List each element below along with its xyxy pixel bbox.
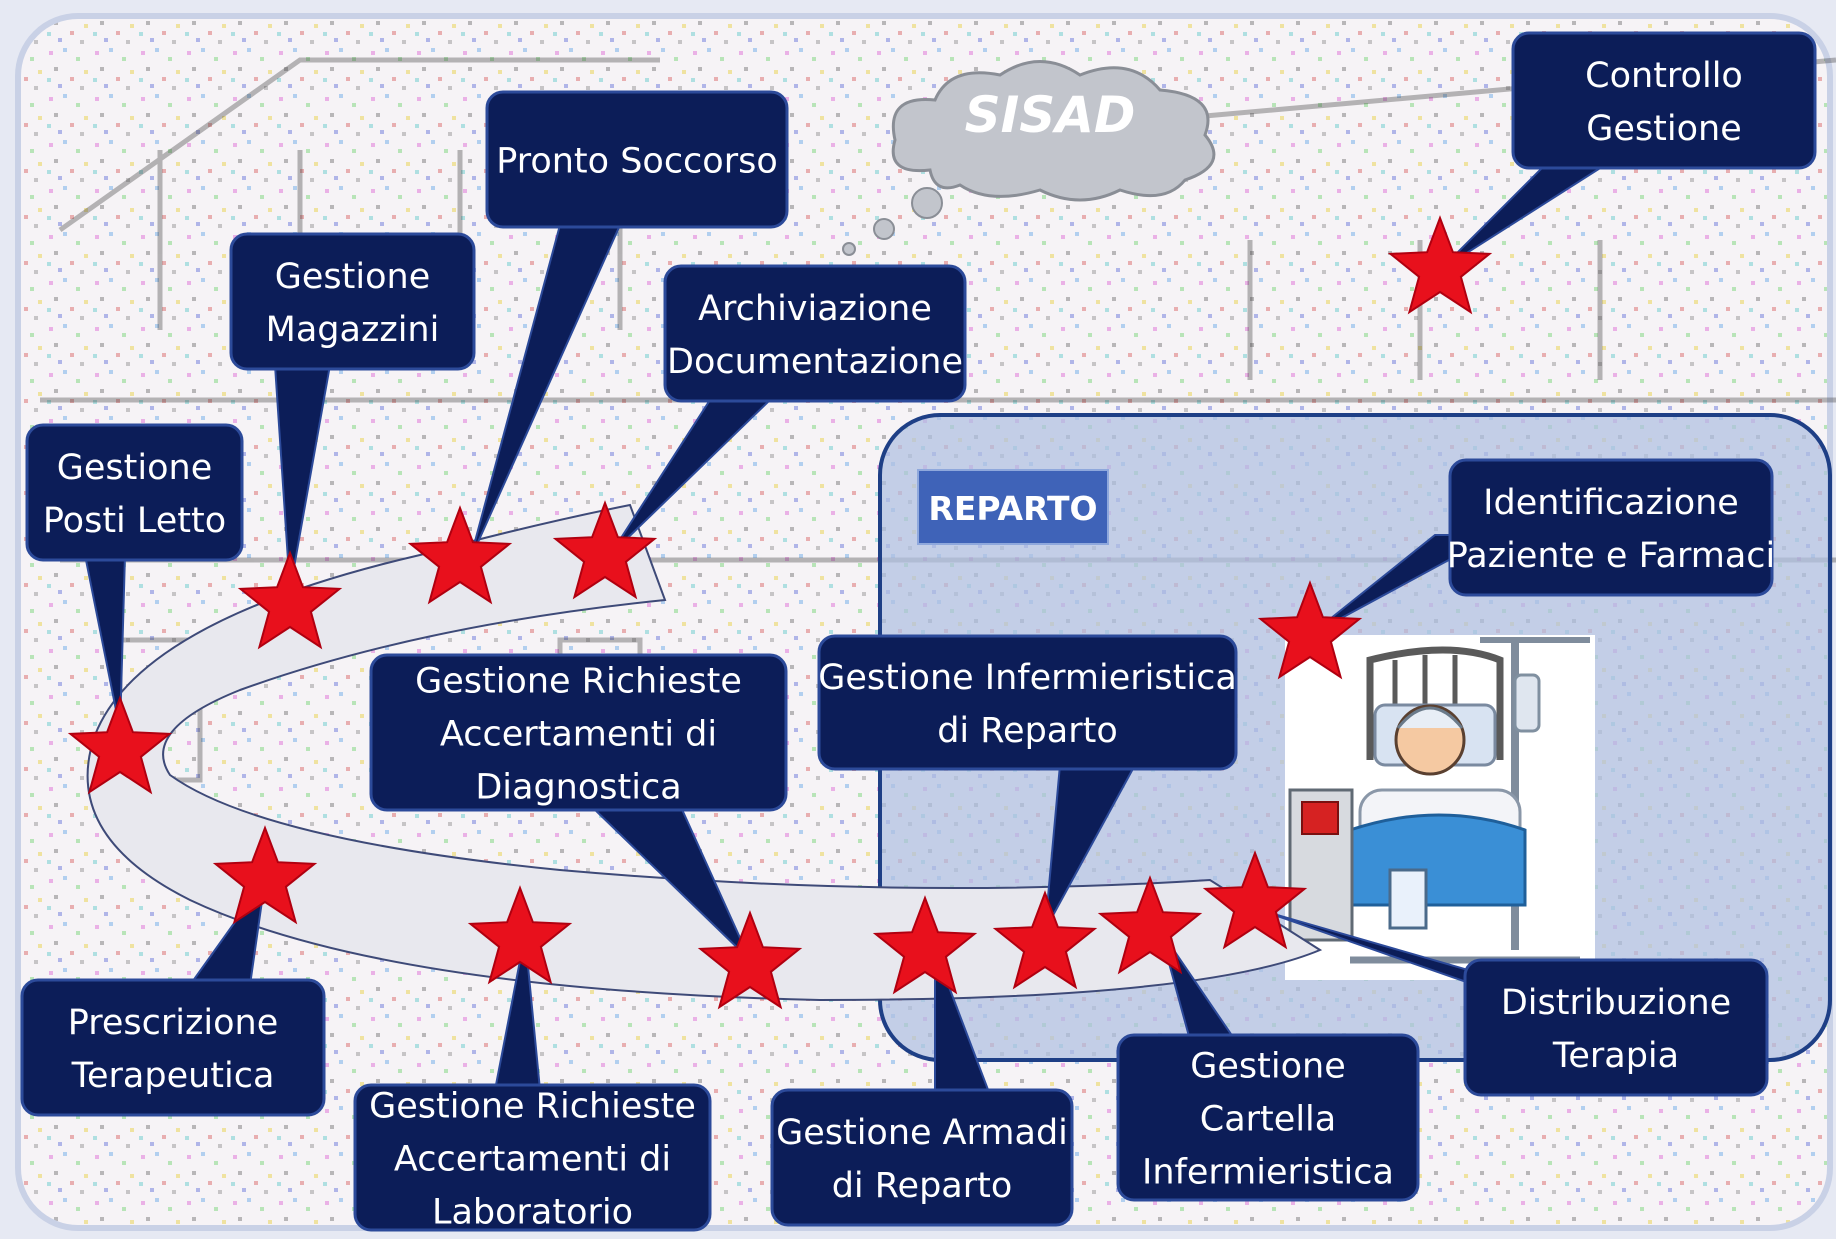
- callout-label-laboratorio: Laboratorio: [432, 1193, 633, 1233]
- process-path-band: [86, 503, 1323, 1002]
- callout-infermieristica: Gestione Infermieristica di Reparto: [817, 634, 1238, 771]
- callout-label-identificazione: Identificazione: [1483, 483, 1739, 523]
- star-marker-1: [1387, 215, 1493, 315]
- star-marker-13: [1202, 850, 1308, 950]
- callout-pronto: Pronto Soccorso: [485, 90, 789, 229]
- callout-label-diagnostica: Accertamenti di: [440, 715, 717, 755]
- callout-label-diagnostica: Gestione Richieste: [415, 662, 742, 702]
- callout-label-archiviazione: Documentazione: [667, 342, 963, 382]
- callout-label-posti: Gestione: [57, 448, 212, 488]
- callout-label-posti: Posti Letto: [43, 501, 226, 541]
- star-marker-7: [212, 825, 318, 925]
- sisad-cloud: SISAD: [842, 60, 1216, 256]
- star-marker-3: [552, 500, 658, 600]
- callout-box-identificazione: [1448, 458, 1774, 597]
- callout-label-laboratorio: Gestione Richieste: [369, 1087, 696, 1127]
- callout-label-cartella: Infermieristica: [1142, 1153, 1394, 1193]
- callout-label-prescrizione: Terapeutica: [71, 1056, 275, 1096]
- star-marker-2: [1257, 580, 1363, 680]
- callout-box-prescrizione: [20, 978, 326, 1117]
- star-marker-8: [467, 885, 573, 985]
- callout-armadi: Gestione Armadi di Reparto: [770, 1088, 1074, 1227]
- callout-box-magazzini: [229, 232, 476, 371]
- callout-box-archiviazione: [663, 264, 967, 403]
- callout-label-infermieristica: Gestione Infermieristica: [818, 658, 1237, 698]
- callout-label-cartella: Gestione: [1190, 1047, 1345, 1087]
- callout-box-laboratorio: [353, 1083, 712, 1232]
- callout-box-pronto: [485, 90, 789, 229]
- star-marker-12: [1097, 875, 1203, 975]
- callout-label-armadi: Gestione Armadi: [776, 1113, 1068, 1153]
- callout-label-pronto: Pronto Soccorso: [496, 142, 778, 182]
- patient-bed-illustration: [1285, 635, 1595, 980]
- callout-box-controllo: [1511, 31, 1817, 170]
- ward-badge: [917, 469, 1109, 545]
- star-marker-11: [992, 890, 1098, 990]
- callout-label-diagnostica: Diagnostica: [475, 768, 681, 808]
- ward-badge-label: REPARTO: [928, 489, 1097, 528]
- star-marker-5: [237, 550, 343, 650]
- callout-box-armadi: [770, 1088, 1074, 1227]
- star-marker-10: [872, 895, 978, 995]
- callout-label-identificazione: Paziente e Farmaci: [1447, 536, 1775, 576]
- cloud-label: SISAD: [965, 86, 1136, 144]
- callout-label-armadi: di Reparto: [832, 1166, 1013, 1206]
- callout-box-diagnostica: [369, 653, 788, 812]
- callout-label-magazzini: Magazzini: [266, 310, 440, 350]
- callout-label-archiviazione: Archiviazione: [698, 289, 932, 329]
- callout-label-distribuzione: Distribuzione: [1501, 983, 1731, 1023]
- star-marker-9: [697, 910, 803, 1010]
- star-marker-4: [407, 505, 513, 605]
- callout-label-controllo: Controllo: [1585, 56, 1743, 96]
- callout-box-posti: [25, 423, 244, 562]
- callout-label-cartella: Cartella: [1200, 1100, 1336, 1140]
- callout-label-controllo: Gestione: [1586, 109, 1741, 149]
- callout-label-magazzini: Gestione: [275, 257, 430, 297]
- callout-box-cartella: [1116, 1033, 1420, 1202]
- callout-label-infermieristica: di Reparto: [937, 711, 1118, 751]
- callout-label-prescrizione: Prescrizione: [68, 1003, 278, 1043]
- star-marker-6: [67, 695, 173, 795]
- callout-label-distribuzione: Terapia: [1552, 1036, 1679, 1076]
- callout-label-laboratorio: Accertamenti di: [394, 1140, 671, 1180]
- callout-box-infermieristica: [817, 634, 1238, 771]
- callout-box-distribuzione: [1463, 958, 1769, 1097]
